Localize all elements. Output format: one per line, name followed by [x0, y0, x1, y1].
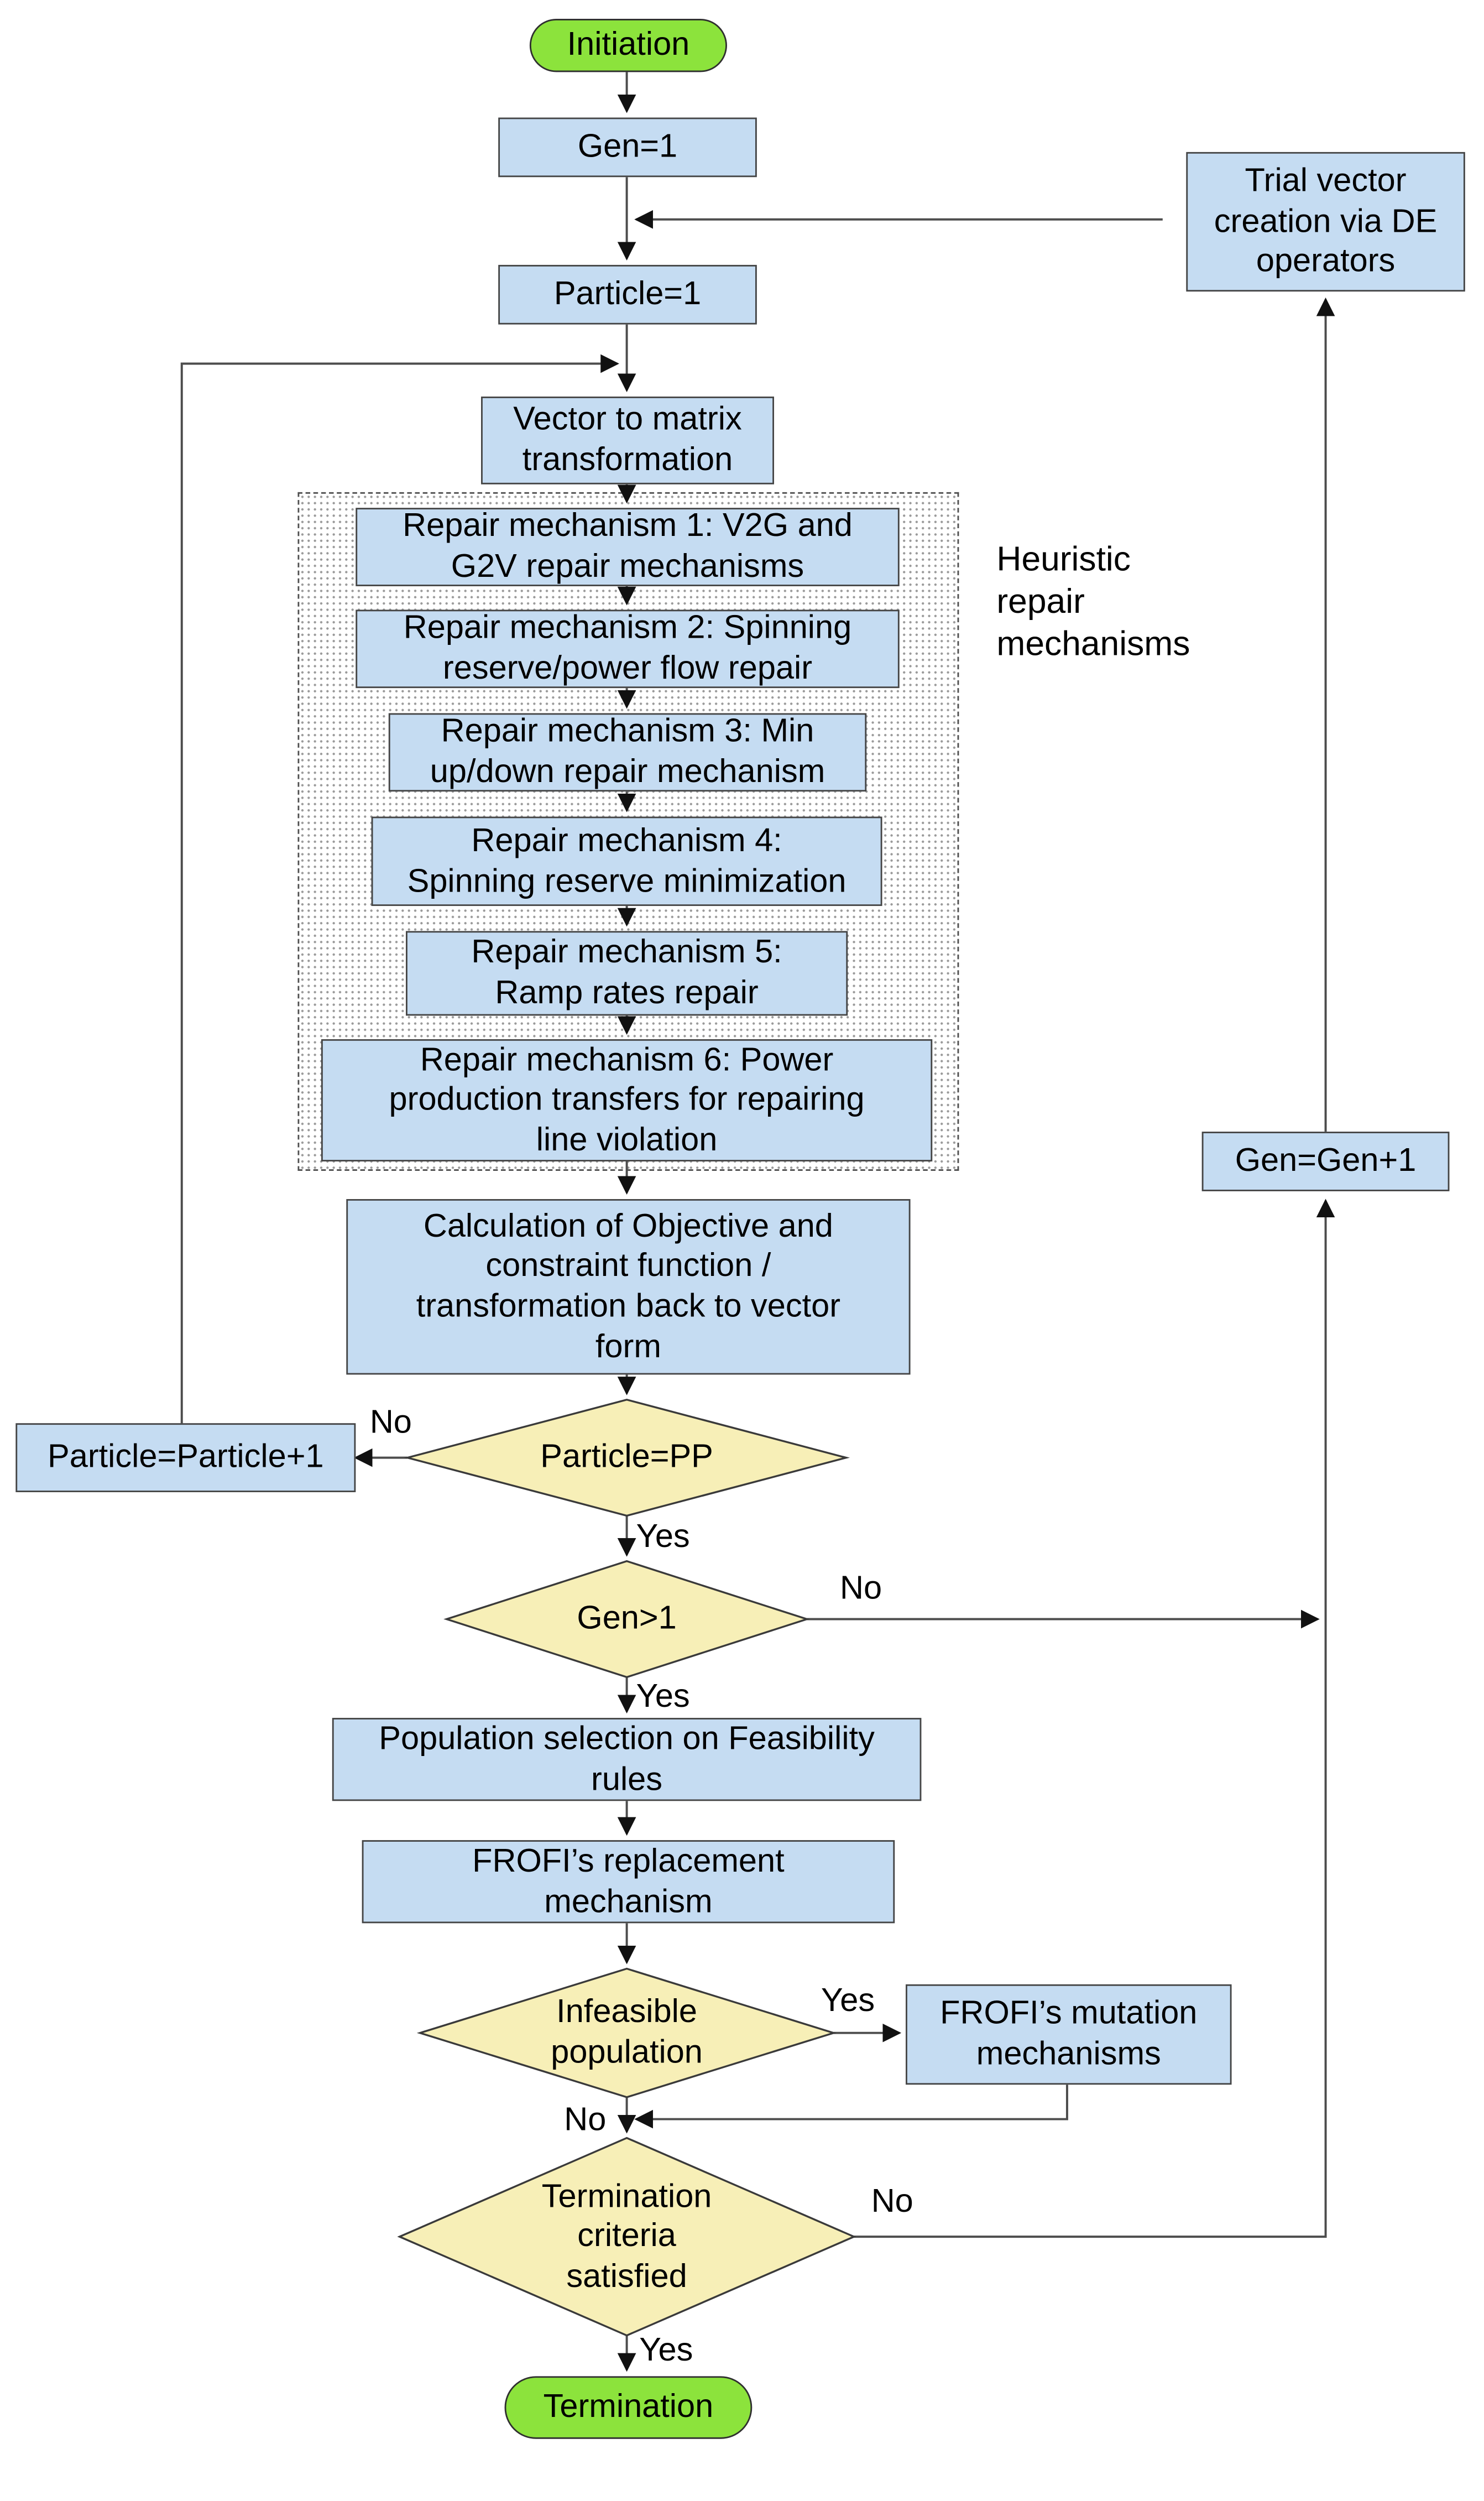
node-repair2: Repair mechanism 2: Spinning reserve/pow…: [356, 609, 900, 689]
node-repair5: Repair mechanism 5: Ramp rates repair: [406, 931, 848, 1016]
edge-label-infeasible-no: No: [564, 2102, 607, 2138]
node-pop-selection: Population selection on Feasibility rule…: [332, 1718, 922, 1801]
decision-termination-label: Termination criteria satisfied: [541, 2178, 712, 2295]
heuristic-repair-label: Heuristic repair mechanisms: [996, 539, 1190, 663]
edge-particleplus-loop: [180, 354, 619, 1426]
edge-termination-no-rail: [854, 1199, 1335, 2238]
decision-gengt1-label: Gen>1: [577, 1601, 677, 1637]
edge-label-particlepp-no: No: [369, 1404, 412, 1441]
node-gen1: Gen=1: [498, 117, 757, 178]
decision-gengt1-shape: [443, 1560, 811, 1679]
node-initiation: Initiation: [529, 19, 727, 72]
node-repair3: Repair mechanism 3: Min up/down repair m…: [388, 713, 867, 792]
decision-infeasible-label: Infeasible population: [551, 1994, 703, 2071]
node-repair1: Repair mechanism 1: V2G and G2V repair m…: [356, 508, 900, 586]
node-gen-plus: Gen=Gen+1: [1201, 1132, 1450, 1191]
edge-label-infeasible-yes: Yes: [821, 1983, 875, 2019]
edge-label-termination-no: No: [871, 2183, 913, 2219]
node-trial-vector: Trial vector creation via DE operators: [1186, 152, 1465, 292]
node-particle1: Particle=1: [498, 264, 757, 325]
decision-infeasible-shape: [416, 1967, 837, 2098]
edge-label-gengt1-yes: Yes: [636, 1679, 690, 1715]
node-termination: Termination: [504, 2376, 753, 2439]
node-calculation: Calculation of Objective and constraint …: [346, 1199, 911, 1375]
edge-label-termination-yes: Yes: [639, 2332, 693, 2369]
edge-mutation-return: [634, 2085, 1068, 2129]
node-frofi-mutation: FROFI’s mutation mechanisms: [906, 1984, 1232, 2085]
edge-label-particlepp-yes: Yes: [636, 1519, 690, 1555]
edge-label-gengt1-no: No: [840, 1570, 882, 1607]
node-frofi-replacement: FROFI’s replacement mechanism: [362, 1840, 895, 1924]
node-vector-to-matrix: Vector to matrix transformation: [481, 397, 774, 484]
decision-particlepp-shape: [404, 1399, 850, 1517]
decision-particlepp-label: Particle=PP: [540, 1439, 713, 1476]
node-repair6: Repair mechanism 6: Power production tra…: [321, 1039, 933, 1161]
decision-termination-shape: [397, 2137, 856, 2337]
node-particle-plus: Particle=Particle+1: [15, 1423, 356, 1492]
node-repair4: Repair mechanism 4: Spinning reserve min…: [371, 816, 882, 906]
